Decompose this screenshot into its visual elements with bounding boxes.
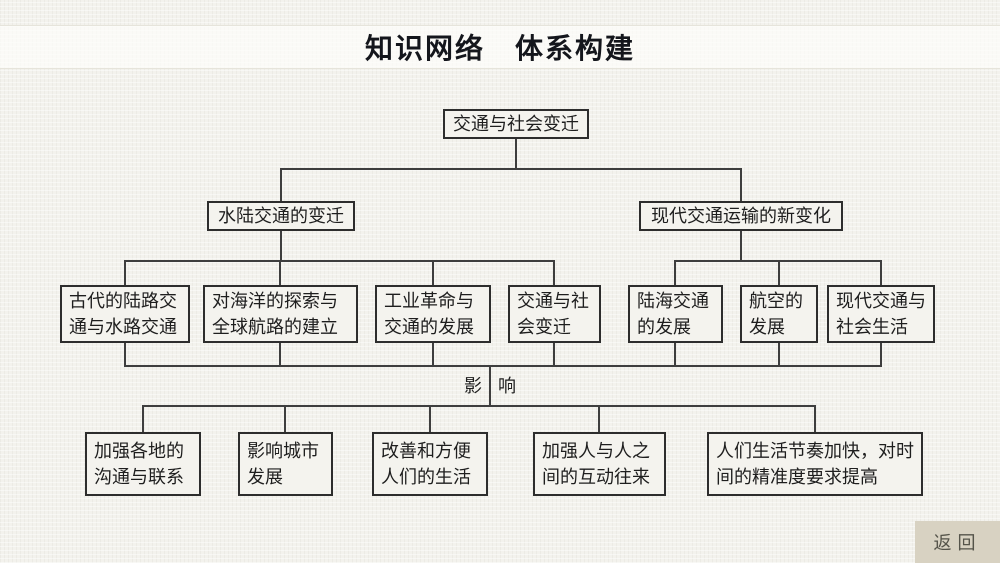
connector-line [432,343,434,365]
node-people-interaction: 加强人与人之间的互动往来 [533,432,666,496]
title-band [0,25,1000,69]
connector-line [598,405,600,432]
node-ancient-land-water-transport: 古代的陆路交通与水路交通 [60,285,190,343]
connector-line [778,260,780,285]
connector-line [814,405,816,432]
connector-line [280,168,741,170]
connector-line [674,343,676,365]
node-label: 水陆交通的变迁 [218,205,344,226]
node-label: 人们生活节奏加快，对时间的精准度要求提高 [716,440,914,487]
connector-line [674,260,676,285]
node-label: 影响城市发展 [247,440,319,487]
back-button[interactable]: 返回 [915,521,1000,563]
node-label: 交通与社会变迁 [453,113,579,134]
connector-line [280,168,282,201]
node-label: 陆海交通的发展 [637,290,709,337]
connector-line [880,343,882,365]
node-faster-life-pace-time-precision: 人们生活节奏加快，对时间的精准度要求提高 [707,432,923,496]
node-city-development: 影响城市发展 [238,432,333,496]
influence-label-left: 影 [464,376,482,396]
node-label: 改善和方便人们的生活 [381,440,471,487]
connector-line [124,365,882,367]
node-improve-peoples-life: 改善和方便人们的生活 [372,432,488,496]
node-label: 工业革命与交通的发展 [384,290,474,337]
connector-line [778,343,780,365]
node-label: 对海洋的探索与全球航路的建立 [212,290,338,337]
node-modern-transport-new-changes: 现代交通运输的新变化 [639,201,843,231]
node-label: 现代交通运输的新变化 [651,205,831,226]
node-transport-social-change: 交通与社会变迁 [443,109,589,139]
connector-line [142,405,144,432]
node-label: 加强人与人之间的互动往来 [542,440,650,487]
connector-line [515,139,517,168]
connector-line [279,343,281,365]
connector-line [280,231,282,260]
node-land-water-transport-change: 水陆交通的变迁 [207,201,355,231]
node-modern-transport-social-life: 现代交通与社会生活 [827,285,935,343]
connector-line [432,260,434,285]
connector-line [429,405,431,432]
influence-label-right: 响 [498,376,516,396]
connector-line [740,168,742,201]
connector-line [124,260,126,285]
connector-line [124,260,555,262]
connector-line [124,343,126,365]
node-ocean-exploration-routes: 对海洋的探索与全球航路的建立 [203,285,358,343]
node-transport-and-society: 交通与社会变迁 [508,285,601,343]
node-label: 古代的陆路交通与水路交通 [69,290,177,337]
connector-line [284,405,286,432]
connector-line [553,343,555,365]
influence-label: 影 响 [445,372,535,398]
node-label: 交通与社会变迁 [517,290,589,337]
node-aviation-development: 航空的发展 [740,285,818,343]
page-title: 知识网络 体系构建 [364,33,635,64]
connector-line [553,260,555,285]
connector-line [489,365,491,405]
node-industrial-revolution-transport: 工业革命与交通的发展 [375,285,491,343]
connector-line [142,405,816,407]
node-label: 加强各地的沟通与联系 [94,440,184,487]
connector-line [279,260,281,285]
node-label: 现代交通与社会生活 [836,290,926,337]
node-label: 航空的发展 [749,290,803,337]
connector-line [740,231,742,260]
connector-line [880,260,882,285]
node-strengthen-communication: 加强各地的沟通与联系 [85,432,201,496]
node-land-sea-transport-development: 陆海交通的发展 [628,285,723,343]
